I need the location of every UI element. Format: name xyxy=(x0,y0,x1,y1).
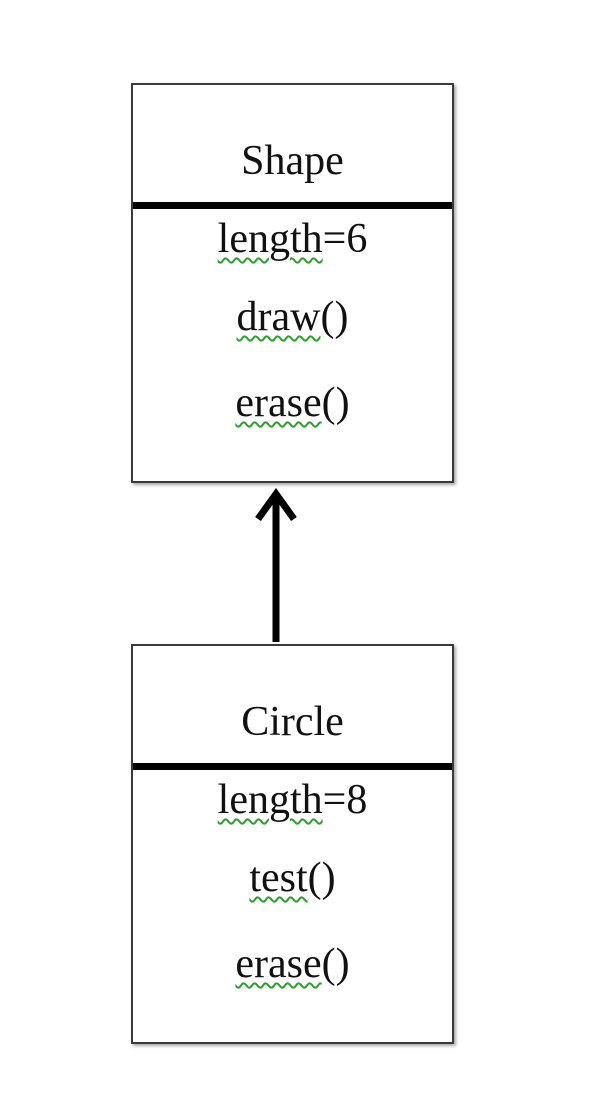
member-suffix: =6 xyxy=(322,216,368,262)
member-length: length=6 xyxy=(218,204,368,274)
member-suffix: () xyxy=(321,380,350,426)
member-erase: erase() xyxy=(235,360,349,446)
class-box-circle: Circle length=8 test() erase() xyxy=(131,644,454,1044)
member-suffix: =8 xyxy=(322,777,368,823)
member-name: draw xyxy=(236,294,321,340)
member-suffix: () xyxy=(321,941,350,987)
member-suffix: () xyxy=(307,855,336,901)
member-name: test xyxy=(249,855,308,901)
class-members-circle: length=8 test() erase() xyxy=(133,770,452,1007)
member-erase: erase() xyxy=(235,921,349,1007)
member-name: length xyxy=(217,777,323,823)
member-test: test() xyxy=(249,835,335,921)
member-name: length xyxy=(217,216,323,262)
class-members-shape: length=6 draw() erase() xyxy=(133,209,452,446)
member-suffix: () xyxy=(320,294,349,340)
class-divider xyxy=(133,763,452,770)
member-draw: draw() xyxy=(237,274,349,360)
class-divider xyxy=(133,202,452,209)
member-name: erase xyxy=(235,941,322,987)
class-name-circle: Circle xyxy=(241,698,344,745)
class-name-shape: Shape xyxy=(241,137,344,184)
arrow-head xyxy=(255,488,297,522)
class-box-shape: Shape length=6 draw() erase() xyxy=(131,83,454,483)
member-length: length=8 xyxy=(218,765,368,835)
member-name: erase xyxy=(235,380,322,426)
